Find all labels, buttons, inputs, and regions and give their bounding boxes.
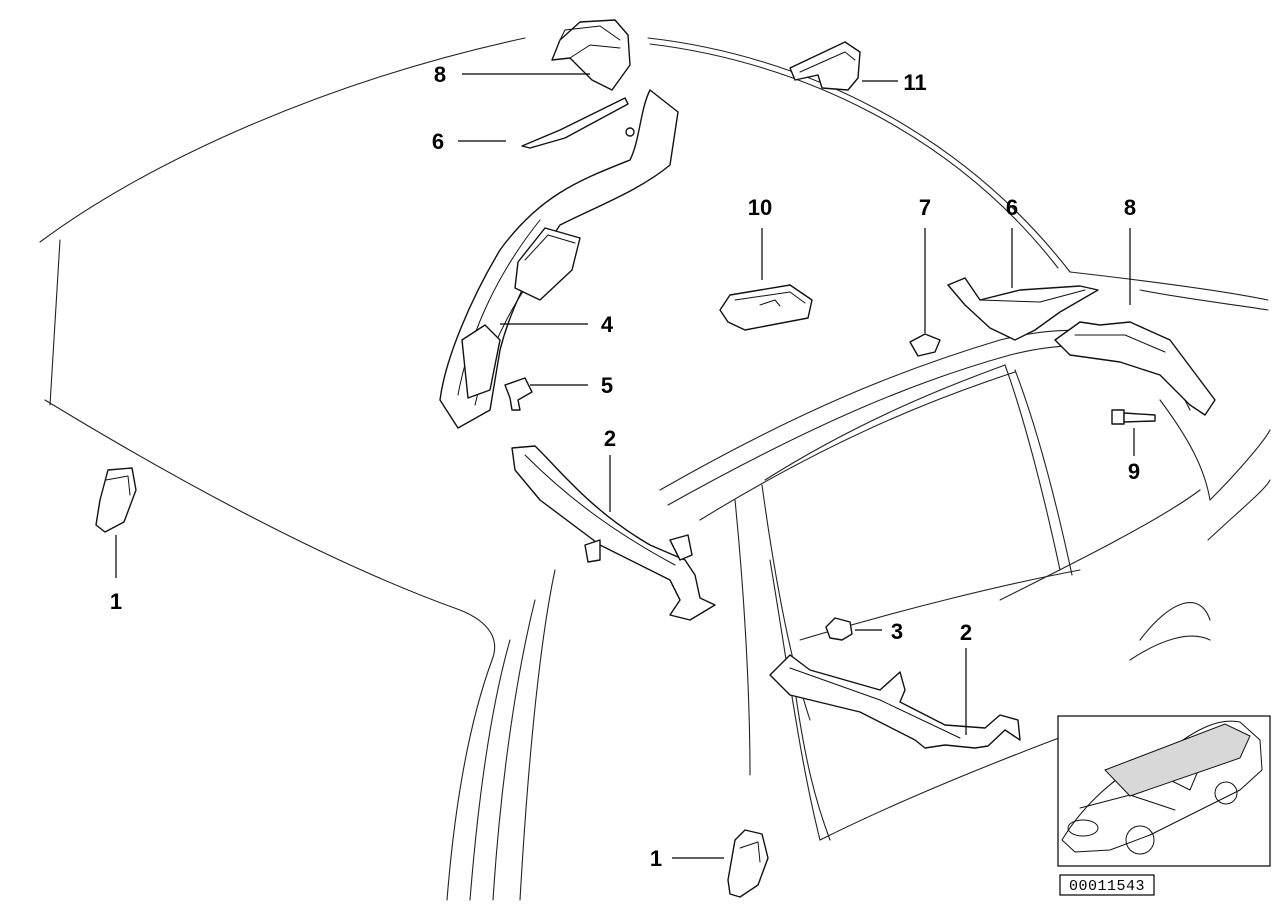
part-1-left — [95, 467, 137, 533]
callout-6-left: 6 — [432, 129, 444, 154]
callout-9: 9 — [1128, 459, 1140, 484]
part-9-screw — [1111, 409, 1156, 425]
part-6-left — [521, 97, 629, 149]
callout-11: 11 — [903, 70, 926, 95]
reference-number-box: 00011543 — [1059, 874, 1155, 896]
callout-1-bottom: 1 — [650, 846, 662, 871]
leader-lines — [115, 73, 1135, 859]
part-11 — [789, 41, 861, 91]
part-5-clip — [504, 377, 533, 411]
part-2-middle — [511, 445, 716, 621]
reference-number: 00011543 — [1069, 878, 1145, 895]
part-8-top — [551, 19, 631, 91]
locator-thumbnail — [1057, 715, 1271, 867]
callout-6-right: 6 — [1006, 195, 1018, 220]
part-10 — [719, 284, 813, 331]
part-7 — [909, 333, 941, 357]
callout-8-right: 8 — [1124, 195, 1136, 220]
callout-4: 4 — [601, 312, 614, 337]
part-2-lower — [769, 654, 1021, 749]
callout-2-middle: 2 — [604, 426, 616, 451]
callout-5: 5 — [601, 373, 613, 398]
callout-2-lower: 2 — [960, 620, 972, 645]
part-4-pillar-trim — [439, 89, 679, 429]
callout-1-left: 1 — [110, 589, 122, 614]
part-3 — [825, 617, 853, 641]
callout-10: 10 — [748, 195, 772, 220]
callout-3: 3 — [891, 619, 903, 644]
car-body-outline — [39, 37, 1271, 901]
callout-8-top: 8 — [434, 62, 446, 87]
part-6-right — [947, 277, 1099, 341]
part-1-bottom — [727, 829, 769, 898]
part-8-right — [1054, 321, 1216, 416]
callout-7: 7 — [919, 195, 931, 220]
callout-labels: 8 11 6 10 7 6 8 4 5 2 9 1 3 2 1 — [110, 62, 1140, 871]
